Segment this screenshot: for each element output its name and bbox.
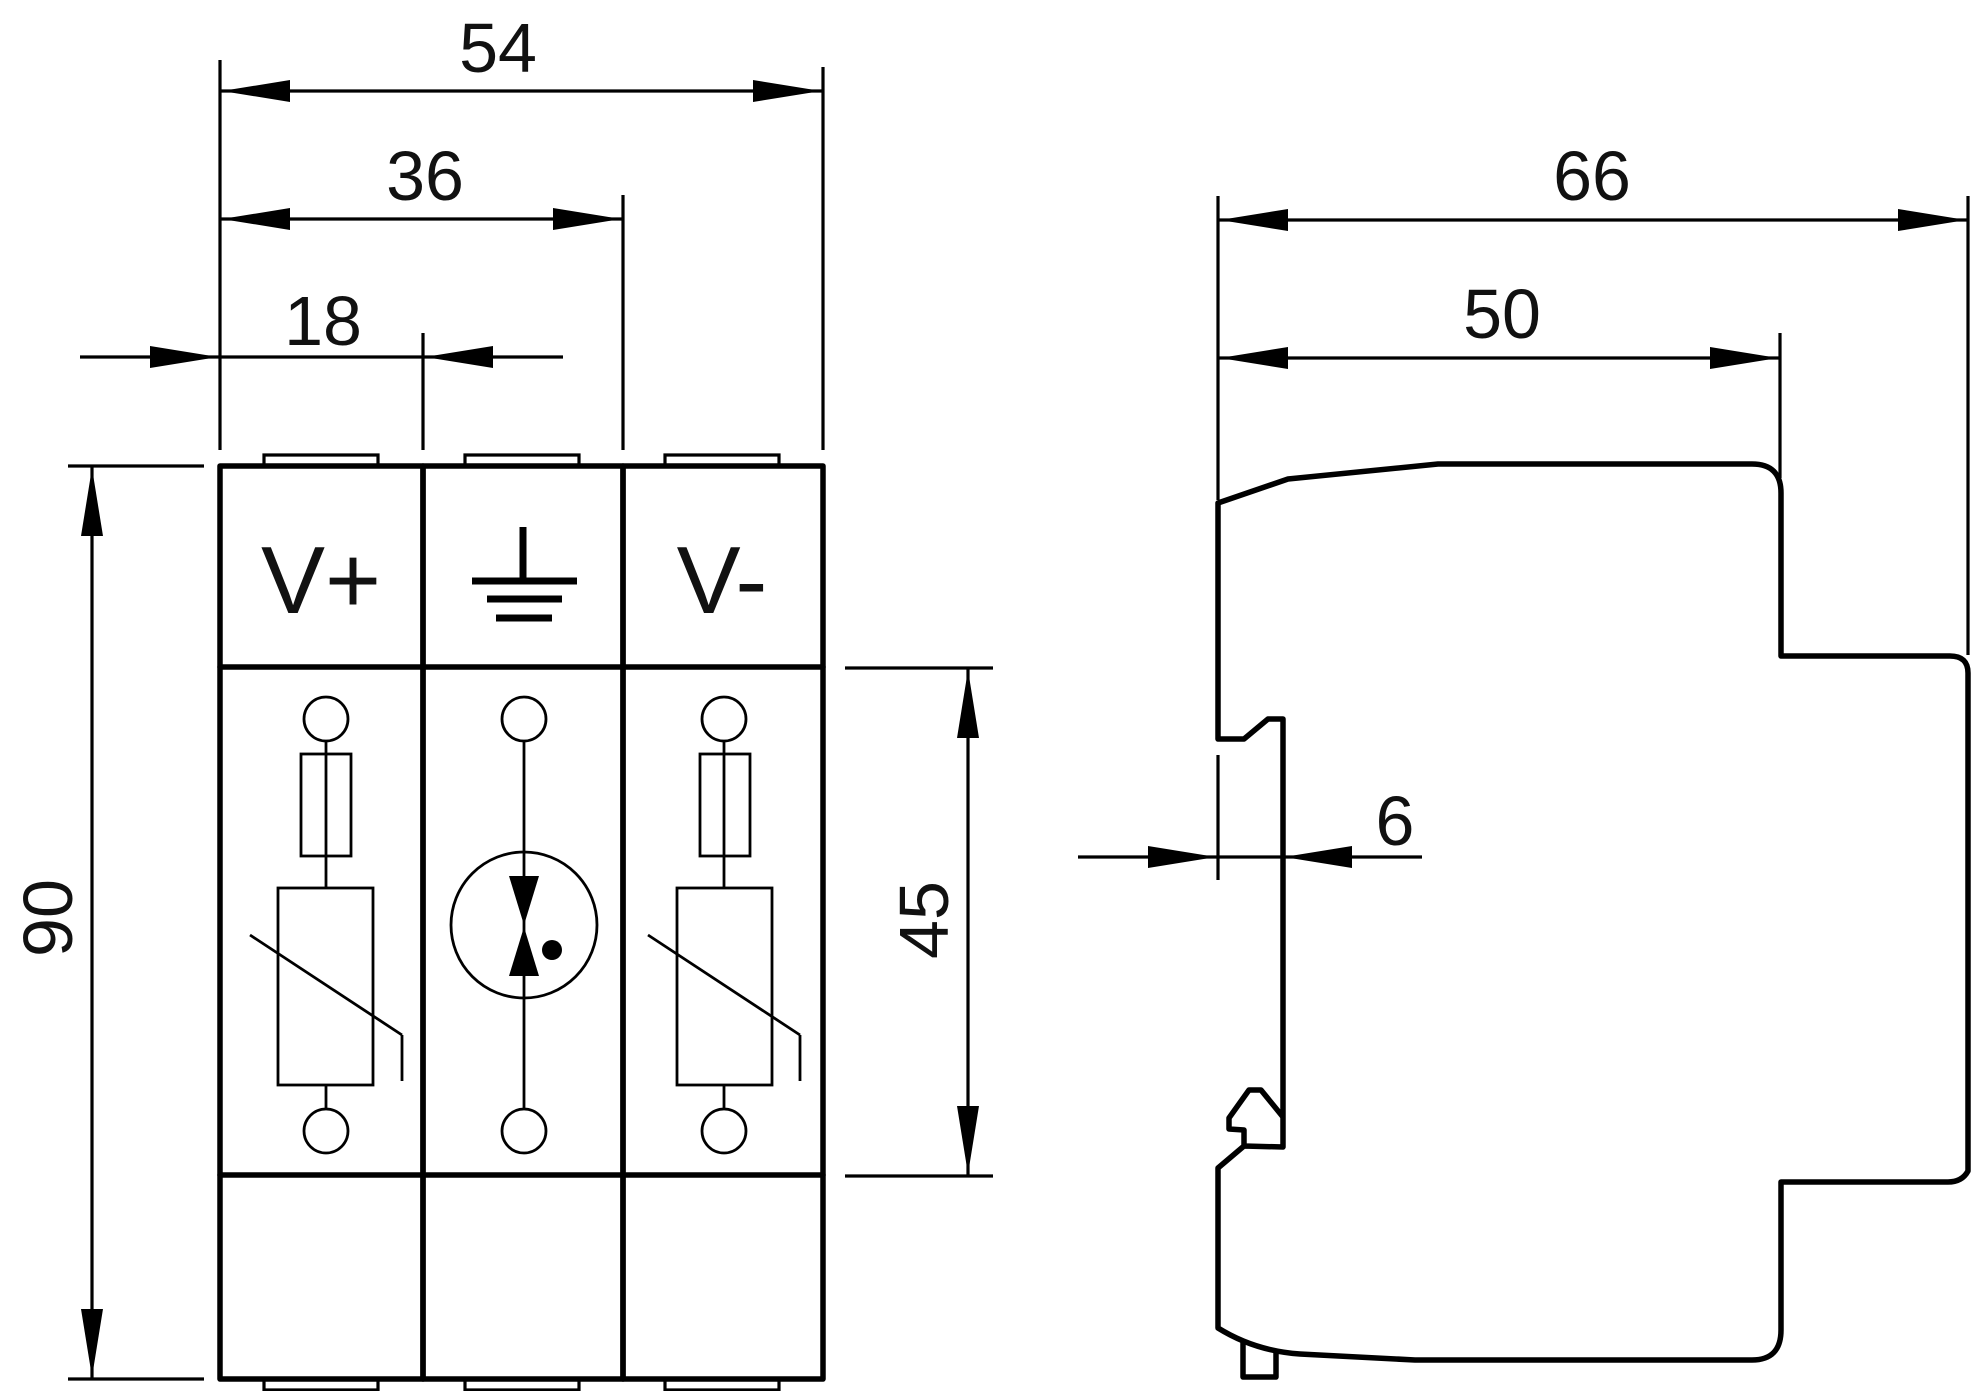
dim-line-module-width (80, 346, 563, 368)
side-view: 66 50 6 (1078, 137, 1971, 1380)
front-view: 54 36 18 (9, 9, 993, 1391)
earth-ground-icon (472, 527, 577, 622)
dim-window-height-text: 45 (885, 881, 963, 959)
dim-total-width-text: 54 (459, 9, 537, 87)
varistor-icon (249, 695, 404, 1155)
housing-side-outline (1215, 461, 1971, 1363)
varistor-icon (647, 695, 802, 1155)
dim-line-two-module-width (220, 208, 623, 230)
dim-two-module-width-text: 36 (386, 137, 464, 215)
gas-discharge-tube-icon (449, 695, 599, 1155)
housing-foot (1240, 1339, 1279, 1380)
dim-line-total-width (220, 80, 823, 102)
dim-line-window-height (957, 668, 979, 1176)
dim-line-front-depth (1218, 347, 1780, 369)
dim-front-depth-text: 50 (1463, 275, 1541, 353)
module-frame-vminus (620, 463, 826, 1382)
module-label-vminus: V- (677, 527, 768, 634)
bottom-clips (262, 1379, 781, 1391)
top-clips (262, 453, 781, 466)
module-label-vplus: V+ (261, 527, 381, 634)
dim-line-total-depth (1218, 209, 1968, 231)
dim-module-width-text: 18 (284, 282, 362, 360)
dim-rail-offset-text: 6 (1376, 782, 1415, 860)
dim-line-height (81, 466, 103, 1379)
dim-height-text: 90 (9, 879, 87, 957)
dim-total-depth-text: 66 (1553, 137, 1631, 215)
dim-line-rail-offset (1078, 846, 1422, 868)
